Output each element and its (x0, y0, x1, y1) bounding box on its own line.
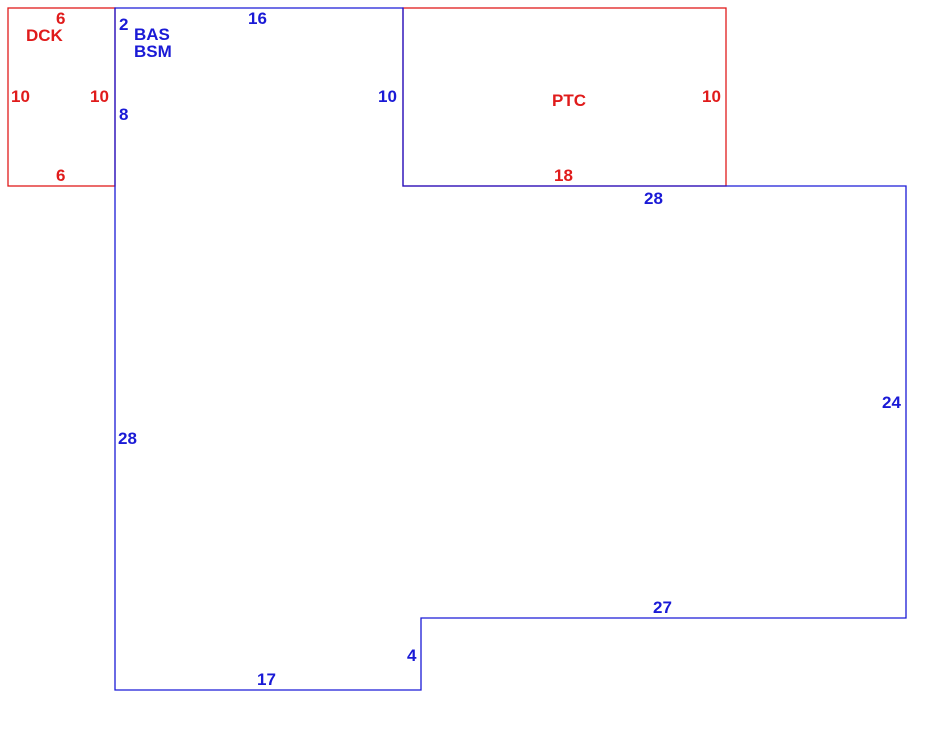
dim-deck-top: 6 (56, 9, 65, 28)
patio-code: PTC (552, 91, 586, 110)
dim-deck-right: 10 (90, 87, 109, 106)
dim-deck-bottom: 6 (56, 166, 65, 185)
dim-main-left-upper: 8 (119, 105, 128, 124)
main-code-bsm: BSM (134, 42, 172, 61)
dim-main-left: 28 (118, 429, 137, 448)
dim-patio-right: 10 (702, 87, 721, 106)
main-code-bas: BAS (134, 25, 170, 44)
dim-lower-right-bottom: 27 (653, 598, 672, 617)
dim-top-left-jog: 2 (119, 15, 128, 34)
dim-notch-bottom: 28 (644, 189, 663, 208)
dim-patio-bottom: 18 (554, 166, 573, 185)
dim-step: 4 (407, 646, 417, 665)
deck-code: DCK (26, 26, 64, 45)
dim-main-bottom: 17 (257, 670, 276, 689)
dim-main-top: 16 (248, 9, 267, 28)
dim-deck-left: 10 (11, 87, 30, 106)
dim-main-right: 24 (882, 393, 901, 412)
main-outline (114, 7, 907, 691)
dim-notch-right: 10 (378, 87, 397, 106)
